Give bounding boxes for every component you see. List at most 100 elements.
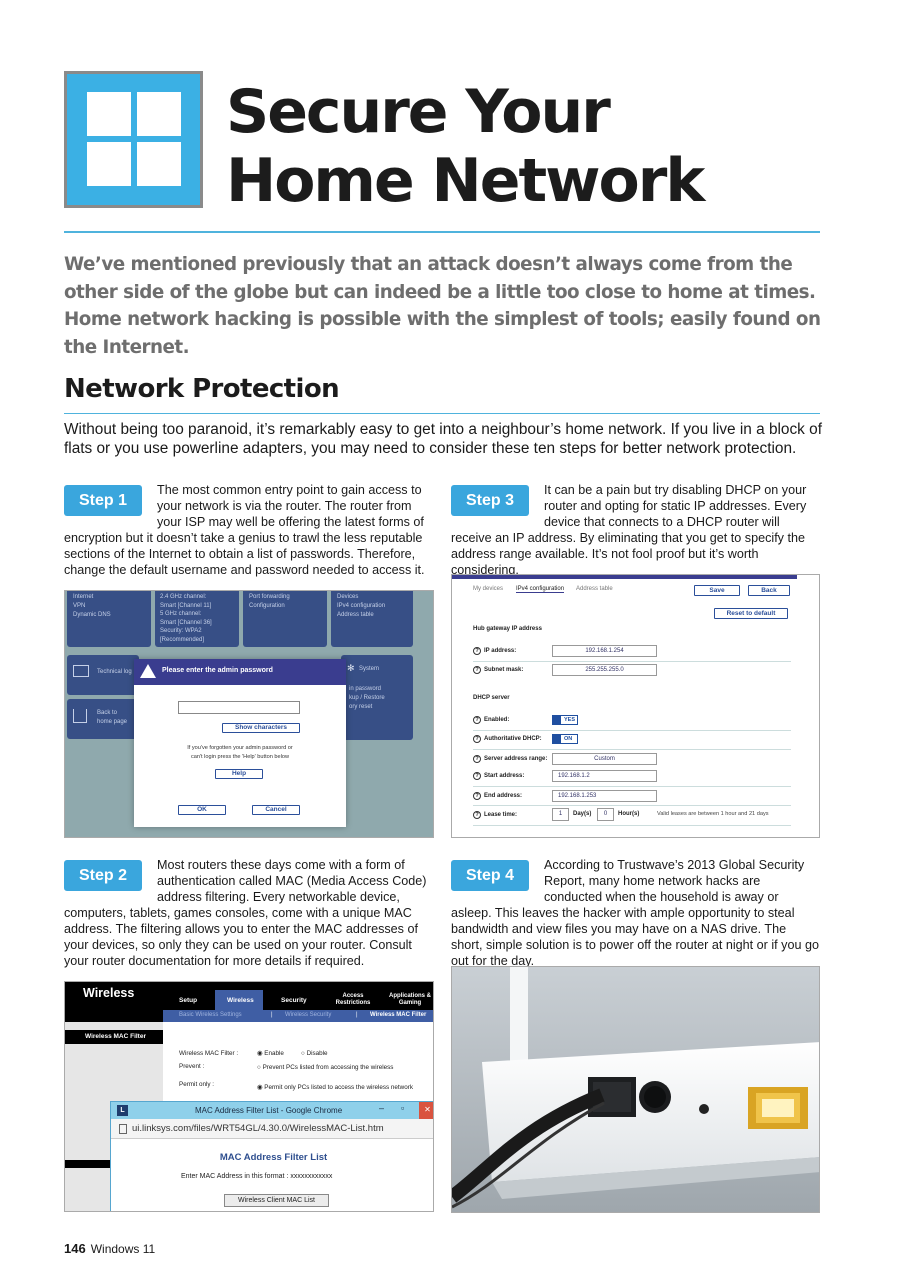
step-badge: Step 1 [64, 485, 142, 516]
router-photo [451, 966, 820, 1213]
nav-wireless[interactable]: Wireless [215, 990, 263, 1010]
home-icon [73, 709, 87, 723]
help-icon: ? [473, 666, 481, 674]
minimize-icon[interactable]: – [379, 1103, 385, 1113]
end-address-label: ?End address: [473, 792, 522, 800]
router-nav: Setup Wireless Security Access Restricti… [163, 990, 433, 1010]
list-title: MAC Address Filter List [219, 1152, 328, 1163]
popup-titlebar: L MAC Address Filter List - Google Chrom… [111, 1102, 433, 1119]
router-subnav: Basic Wireless Settings | Wireless Secur… [163, 1010, 433, 1022]
devices-tile[interactable]: Devices IPv4 configuration Address table [331, 591, 413, 647]
help-icon: ? [473, 647, 481, 655]
nav-security[interactable]: Security [281, 997, 307, 1004]
subnav-security[interactable]: Wireless Security [285, 1012, 332, 1018]
reset-default-button[interactable]: Reset to default [714, 608, 788, 619]
close-icon[interactable]: ✕ [419, 1102, 433, 1119]
mac-filter-screenshot: Wireless Setup Wireless Security Access … [64, 981, 434, 1212]
page-icon [119, 1124, 127, 1134]
section-heading: Network Protection [64, 374, 340, 404]
system-tile[interactable]: ✻ System in password kup / Restore ory r… [341, 655, 413, 740]
lease-hours-field[interactable]: 0 [597, 808, 614, 821]
show-characters-button[interactable]: Show characters [222, 723, 300, 733]
page-number: 146 [64, 1241, 86, 1256]
section-rule [64, 413, 820, 414]
book-icon [73, 665, 89, 677]
address-range-select[interactable]: Custom [552, 753, 657, 765]
password-input[interactable] [178, 701, 300, 714]
tab-ipv4-configuration[interactable]: IPv4 configuration [516, 586, 565, 593]
step-text: It can be a pain but try disabling DHCP … [451, 483, 807, 577]
password-dialog: Please enter the admin password Show cha… [134, 659, 346, 827]
nav-applications-gaming[interactable]: Applications & Gaming [388, 993, 431, 1006]
prevent-radio[interactable]: ○ Prevent PCs listed from accessing the … [257, 1064, 394, 1071]
warning-icon [140, 664, 156, 678]
publication-name: Windows 11 [90, 1242, 156, 1256]
address-bar[interactable]: ui.linksys.com/files/WRT54GL/4.30.0/Wire… [111, 1119, 433, 1139]
url-text[interactable]: ui.linksys.com/files/WRT54GL/4.30.0/Wire… [132, 1123, 384, 1134]
intro-paragraph: We’ve mentioned previously that an attac… [64, 254, 821, 358]
authoritative-dhcp-toggle[interactable]: ON [552, 734, 578, 744]
cancel-button[interactable]: Cancel [252, 805, 300, 815]
admin-password-screenshot: Internet VPN Dynamic DNS 2.4 GHz channel… [64, 590, 434, 838]
subnet-mask-field[interactable]: 255.255.255.0 [552, 664, 657, 676]
subnet-mask-label: ?Subnet mask: [473, 666, 523, 674]
start-address-label: ?Start address: [473, 772, 524, 780]
save-button[interactable]: Save [694, 585, 740, 596]
hub-gateway-heading: Hub gateway IP address [473, 626, 542, 632]
tab-address-table[interactable]: Address table [576, 586, 613, 592]
dhcp-server-heading: DHCP server [473, 695, 510, 701]
step-badge: Step 4 [451, 860, 529, 891]
step-badge: Step 3 [451, 485, 529, 516]
linksys-icon: L [117, 1105, 128, 1116]
step-text: The most common entry point to gain acce… [64, 483, 425, 577]
technical-log-tile[interactable]: Technical log [67, 655, 139, 695]
step-1: Step 1 The most common entry point to ga… [64, 482, 434, 578]
back-home-tile[interactable]: Back to home page [67, 699, 139, 739]
dhcp-enabled-toggle[interactable]: YES [552, 715, 578, 725]
help-icon: ? [473, 716, 481, 724]
port-forwarding-tile[interactable]: Port forwarding Configuration [243, 591, 327, 647]
permit-radio[interactable]: ◉ Permit only PCs listed to access the w… [257, 1084, 413, 1091]
top-bar [452, 575, 797, 579]
dialog-header: Please enter the admin password [134, 659, 346, 685]
server-address-range-label: ?Server address range: [473, 755, 547, 763]
wireless-tile[interactable]: 2.4 GHz channel: Smart [Channel 11] 5 GH… [155, 591, 239, 647]
chrome-popup-window: L MAC Address Filter List - Google Chrom… [110, 1101, 433, 1211]
nav-setup[interactable]: Setup [179, 997, 198, 1004]
tab-my-devices[interactable]: My devices [473, 586, 504, 592]
router-photo-image [452, 967, 819, 1212]
step-badge: Step 2 [64, 860, 142, 891]
disable-radio[interactable]: ○ Disable [301, 1050, 328, 1057]
page-footer: 146 Windows 11 [64, 1241, 155, 1256]
enable-radio[interactable]: ◉ Enable [257, 1050, 284, 1057]
step-4: Step 4 According to Trustwave’s 2013 Glo… [451, 857, 819, 969]
step-3: Step 3 It can be a pain but try disablin… [451, 482, 819, 578]
subnav-basic[interactable]: Basic Wireless Settings [179, 1012, 242, 1018]
authoritative-dhcp-label: ?Authoritative DHCP: [473, 735, 542, 743]
gear-icon: ✻ [347, 663, 355, 673]
maximize-icon[interactable]: ▫ [401, 1103, 405, 1113]
client-mac-list-button[interactable]: Wireless Client MAC List [224, 1194, 329, 1207]
step-text: Most routers these days come with a form… [64, 858, 427, 968]
help-icon: ? [473, 735, 481, 743]
help-icon: ? [473, 811, 481, 819]
help-icon: ? [473, 755, 481, 763]
subnav-mac-filter[interactable]: Wireless MAC Filter [370, 1012, 427, 1018]
lead-paragraph: Without being too paranoid, it’s remarka… [64, 421, 822, 457]
format-hint: Enter MAC Address in this format : xxxxx… [181, 1173, 333, 1180]
end-address-field[interactable]: 192.168.1.253 [552, 790, 657, 802]
ok-button[interactable]: OK [178, 805, 226, 815]
back-button[interactable]: Back [748, 585, 790, 596]
title-rule [64, 231, 820, 233]
wireless-brand: Wireless [83, 986, 135, 1000]
ip-address-field[interactable]: 192.168.1.254 [552, 645, 657, 657]
start-address-field[interactable]: 192.168.1.2 [552, 770, 657, 782]
nav-access-restrictions[interactable]: Access Restrictions [335, 993, 371, 1006]
help-button[interactable]: Help [215, 769, 263, 779]
lease-days-field[interactable]: 1 [552, 808, 569, 821]
lease-note: Valid leases are between 1 hour and 21 d… [657, 811, 769, 817]
internet-tile[interactable]: Internet VPN Dynamic DNS [67, 591, 151, 647]
dhcp-config-screenshot: My devices IPv4 configuration Address ta… [451, 574, 820, 838]
side-title: Wireless MAC Filter [85, 1033, 146, 1040]
help-icon: ? [473, 772, 481, 780]
